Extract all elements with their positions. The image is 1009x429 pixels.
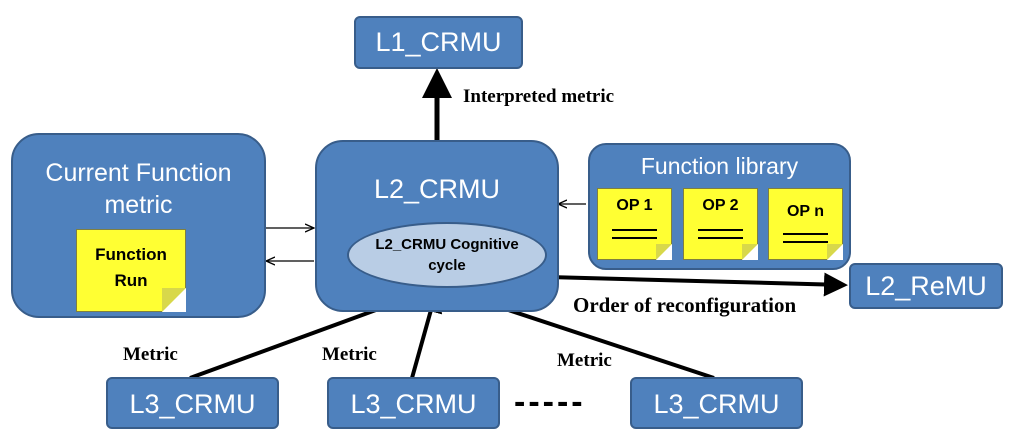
l3-crmu-node-3: L3_CRMU [630, 377, 803, 429]
l1-crmu-node: L1_CRMU [354, 16, 523, 69]
op2-fold-icon [742, 244, 758, 260]
opn-line-2 [783, 241, 828, 243]
opn-note: OP n [768, 188, 843, 260]
op2-note: OP 2 [683, 188, 758, 260]
arrow-to-remu [547, 272, 848, 297]
op1-note: OP 1 [597, 188, 672, 260]
l1-crmu-label: L1_CRMU [375, 27, 502, 57]
current-function-title-line2: metric [104, 191, 173, 219]
metric-label-3: Metric [557, 350, 612, 371]
interpreted-metric-label: Interpreted metric [463, 86, 615, 107]
l3-crmu-label-2: L3_CRMU [350, 389, 477, 419]
function-run-line1: Function [95, 245, 167, 264]
op2-line-1 [698, 229, 743, 231]
current-function-title-line1: Current Function [45, 159, 232, 187]
l2-remu-label: L2_ReMU [865, 270, 987, 301]
l2-cognitive-cycle-ellipse: L2_CRMU Cognitive cycle [347, 222, 547, 288]
opn-line-1 [783, 233, 828, 235]
metric-label-1: Metric [123, 344, 178, 365]
op1-line-1 [612, 229, 657, 231]
cycle-line2: cycle [428, 257, 466, 274]
l3-crmu-label-1: L3_CRMU [129, 389, 256, 419]
op1-line-2 [612, 237, 657, 239]
op1-fold-icon [656, 244, 672, 260]
l3-crmu-node-2: L3_CRMU [327, 377, 500, 429]
note-fold-icon [162, 288, 186, 312]
op2-line-2 [698, 237, 743, 239]
cycle-line1: L2_CRMU Cognitive [375, 236, 519, 253]
op1-label: OP 1 [616, 197, 653, 214]
opn-fold-icon [827, 244, 843, 260]
function-library-title: Function library [640, 153, 799, 179]
l2-crmu-label: L2_CRMU [373, 174, 501, 204]
function-run-note: Function Run [76, 229, 186, 312]
order-of-reconfiguration-label: Order of reconfiguration [573, 293, 797, 317]
ellipsis-dashes: ----- [514, 383, 586, 421]
l3-crmu-node-1: L3_CRMU [106, 377, 279, 429]
op2-label: OP 2 [702, 197, 739, 214]
opn-label: OP n [786, 203, 825, 220]
l2-remu-node: L2_ReMU [849, 263, 1003, 309]
function-run-line2: Run [114, 271, 148, 290]
metric-label-2: Metric [322, 344, 377, 365]
l3-crmu-label-3: L3_CRMU [653, 389, 780, 419]
